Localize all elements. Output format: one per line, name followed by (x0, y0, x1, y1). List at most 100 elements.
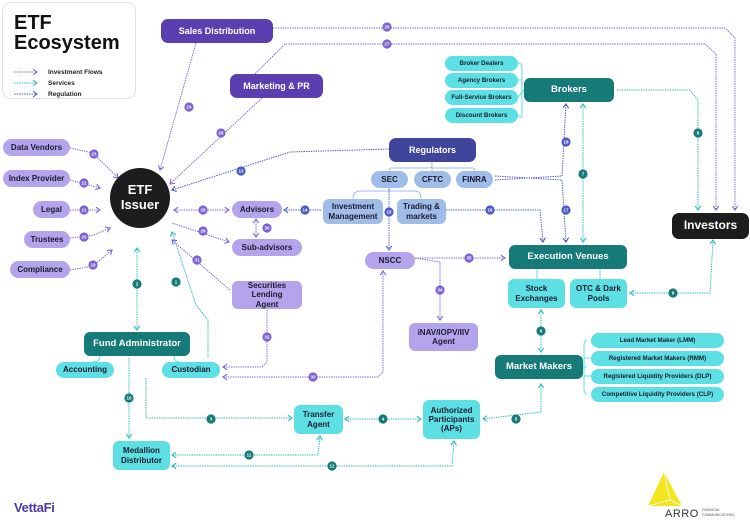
flow-badge (511, 414, 521, 424)
flow-connector-18: 18 (494, 103, 571, 181)
arrowhead-icon (539, 237, 546, 243)
node-agency-brokers: Agency Brokers (445, 73, 518, 88)
node-label: OTC & Dark Pools (576, 284, 621, 303)
flow-connector-2: 2 (132, 248, 142, 330)
flow-connector-35: 35 (415, 253, 505, 263)
flow-badge (578, 169, 588, 179)
node-label: Market Makers (505, 360, 572, 372)
arrowhead-icon (95, 206, 101, 214)
arrowhead-icon (222, 373, 228, 381)
flow-badge (132, 279, 142, 289)
arrowhead-icon (436, 315, 444, 321)
node-investors: Investors (672, 213, 749, 239)
node-label: Competitive Liquidity Providers (CLP) (601, 390, 714, 398)
flow-badge (79, 205, 89, 215)
flow-connector-3: 3 (145, 378, 292, 424)
node-nscc: NSCC (365, 252, 415, 269)
flow-line (630, 239, 714, 294)
arro-wordmark: ARRO (665, 508, 699, 520)
arrowhead-icon (712, 205, 720, 211)
arrowhead-icon (157, 165, 165, 171)
flow-badge (171, 277, 181, 287)
node-fund-administrator: Fund Administrator (84, 332, 190, 356)
node-brokers: Brokers (524, 78, 614, 102)
node-regulators: Regulators (389, 138, 476, 162)
vettafi-logo: VettaFi (14, 500, 55, 515)
flow-badge-number: 24 (186, 105, 192, 110)
flow-connector-15: 15 (384, 189, 394, 250)
market-maker-types-bracket (583, 339, 591, 395)
flow-badge (308, 372, 318, 382)
flow-badge-number: 7 (582, 172, 585, 177)
node-execution-venues: Execution Venues (509, 245, 627, 269)
flow-badge (124, 393, 134, 403)
flow-badge-number: 30 (264, 226, 270, 231)
node-label: Legal (41, 204, 62, 214)
arrowhead-icon (252, 232, 260, 238)
flow-badge-number: 12 (329, 464, 335, 469)
flow-connector-24: 24 (159, 42, 197, 171)
flow-badge-number: 29 (200, 229, 206, 234)
arro-subtitle: FINANCIAL COMMUNICATIONS (702, 508, 735, 517)
node-clp: Competitive Liquidity Providers (CLP) (591, 387, 724, 402)
flow-connector-26: 26 (169, 97, 263, 185)
flow-connector-32: 32 (223, 310, 272, 368)
arrowhead-icon (694, 205, 702, 211)
flow-badge-number: 10 (126, 396, 132, 401)
node-etf-issuer: ETF Issuer (110, 168, 170, 228)
flow-badge-number: 13 (238, 169, 244, 174)
node-custodian: Custodian (162, 362, 220, 378)
flow-badge-number: 18 (563, 140, 569, 145)
node-inav-agent: iNAV/IOPV/IIV Agent (409, 323, 478, 351)
arrowhead-icon (169, 178, 176, 185)
flow-connector-13: 13 (171, 148, 390, 191)
flow-connector-17: 17 (494, 175, 571, 243)
flow-badge-number: 21 (81, 208, 87, 213)
arrowhead-icon (385, 245, 393, 251)
flow-badge (236, 166, 246, 176)
flow-badge (536, 326, 546, 336)
node-trading-markets: Trading & markets (397, 199, 446, 224)
flow-line (172, 440, 455, 467)
flow-badge (464, 253, 474, 263)
flow-badge (561, 205, 571, 215)
node-label: CFTC (421, 174, 444, 184)
node-label: Custodian (171, 365, 211, 375)
flow-badge-number: 22 (81, 181, 87, 186)
flow-connector-6: 6 (536, 310, 546, 352)
arrowhead-icon (562, 237, 570, 243)
node-investment-management: Investment Management (323, 199, 383, 224)
arrowhead-icon (416, 415, 422, 423)
node-label: Compliance (17, 264, 63, 274)
node-label: Trading & markets (403, 202, 440, 221)
flow-badge (435, 285, 445, 295)
flow-connector-20: 20 (69, 227, 111, 242)
node-otc-dark-pools: OTC & Dark Pools (570, 279, 627, 308)
title-text: ETF Ecosystem (14, 12, 120, 54)
arrowhead-icon (482, 415, 488, 422)
node-cftc: CFTC (414, 171, 451, 188)
flow-badge (89, 149, 99, 159)
node-broker-dealers: Broker Dealers (445, 56, 518, 71)
flow-connector-7: 7 (578, 104, 588, 242)
node-label: Advisors (239, 204, 275, 214)
node-full-service-brokers: Full-Service Brokers (445, 90, 518, 105)
node-label: Data Vendors (10, 142, 63, 152)
node-label: Fund Administrator (93, 337, 181, 349)
flow-connector-28: 28 (174, 205, 229, 215)
arrowhead-icon (171, 185, 177, 192)
flow-connector-8: 8 (617, 89, 703, 210)
flow-badge (262, 332, 272, 342)
flow-badge-number: 23 (91, 152, 97, 157)
flow-connector-29: 29 (171, 222, 230, 243)
flow-badge-number: 8 (697, 131, 700, 136)
flow-line (273, 27, 736, 210)
flow-connector-30: 30 (255, 219, 272, 237)
flow-badge (198, 205, 208, 215)
flow-badge-number: 26 (218, 131, 224, 136)
flow-connector-19: 19 (69, 249, 113, 271)
flow-line (171, 148, 390, 191)
investment-arrow-icon (14, 68, 38, 76)
arrowhead-icon (287, 414, 293, 422)
